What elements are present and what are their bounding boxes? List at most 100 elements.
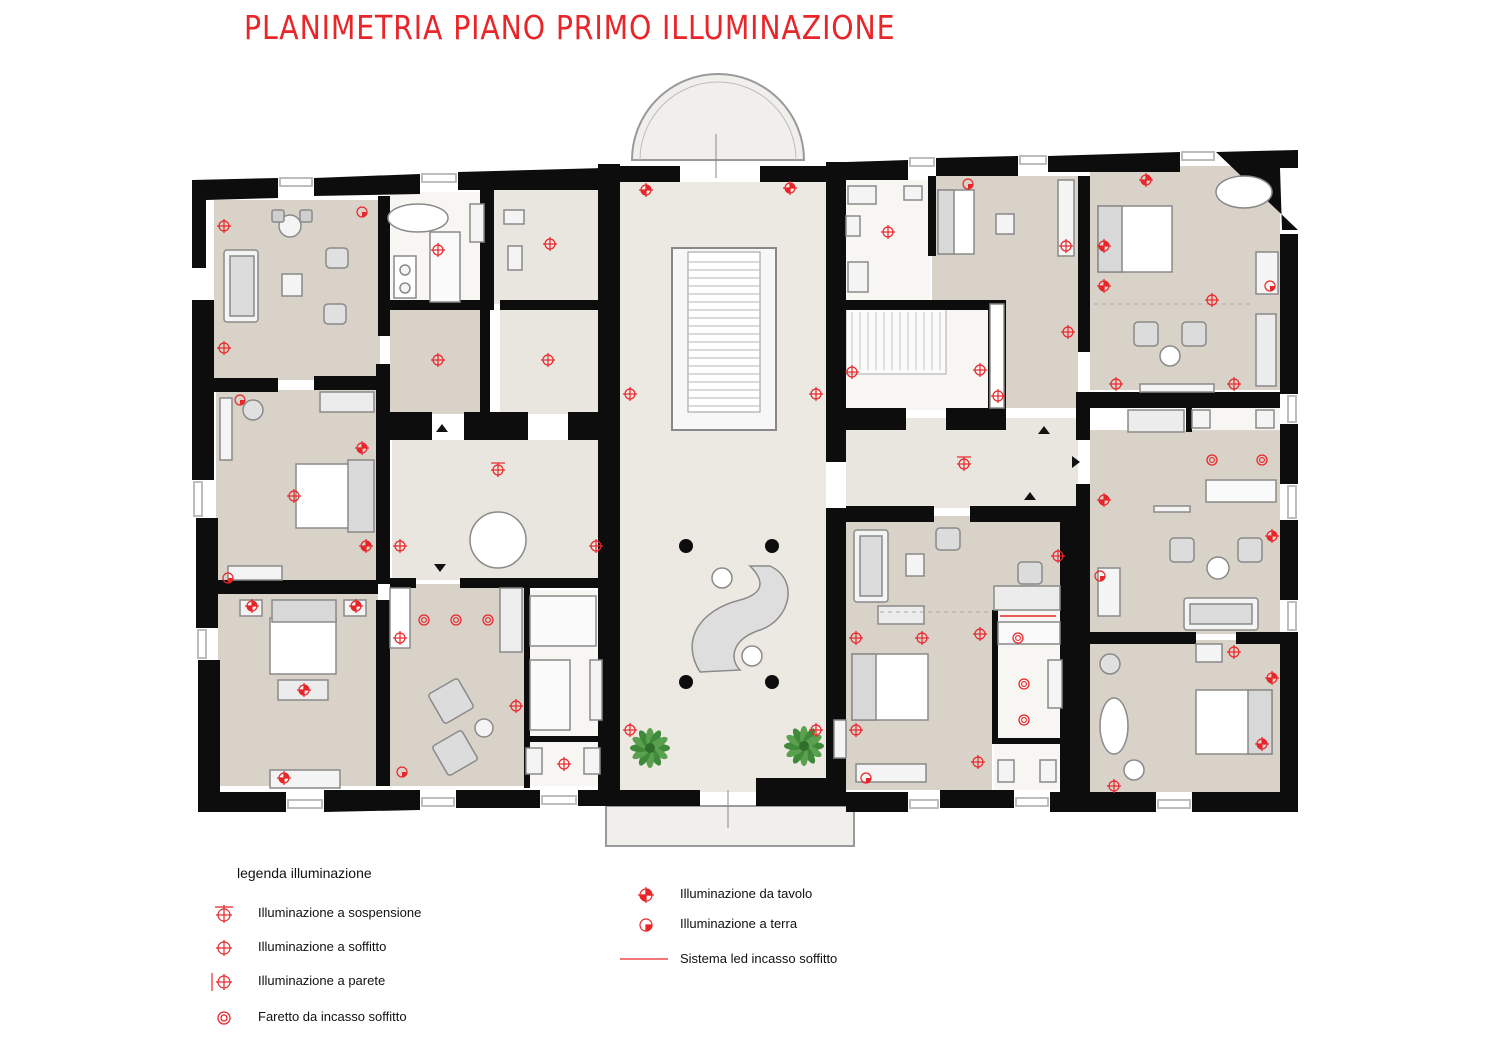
armchair: [1181, 321, 1207, 347]
table-lamp-icon: [297, 683, 311, 697]
floor-lamp-icon: [396, 766, 408, 778]
legend-label: Illuminazione da tavolo: [680, 886, 813, 901]
bathtub: [387, 203, 449, 233]
floor-lamp-icon: [222, 572, 234, 584]
light-symbols: [217, 173, 1279, 793]
armchair: [428, 678, 474, 724]
bathtub: [1215, 175, 1273, 209]
ceiling-light-icon: [217, 219, 231, 233]
table-lamp-icon: [277, 771, 291, 785]
table-lamp-icon: [1265, 529, 1279, 543]
balcony-semicircle: [630, 73, 806, 161]
ceiling-light-icon: [973, 627, 987, 641]
floor-lamp-icon: [1094, 570, 1106, 582]
table-lamp-icon: [1097, 493, 1111, 507]
ceiling-light-icon: [991, 389, 1005, 403]
recessed-spotlight-icon: [418, 614, 430, 626]
floor-lamp-icon: [860, 772, 872, 784]
table-lamp-icon: [1139, 173, 1153, 187]
floor-plan: [192, 73, 1298, 847]
armchair: [1133, 321, 1159, 347]
armchair: [1169, 537, 1195, 563]
ceiling-light-icon: [287, 489, 301, 503]
floor-lamp-icon: [234, 394, 246, 406]
ceiling-light-icon: [1059, 239, 1073, 253]
side-table: [281, 273, 303, 297]
ceiling-light-icon: [1107, 779, 1121, 793]
legend-label: Faretto da incasso soffitto: [258, 1009, 407, 1024]
ceiling-light-icon: [971, 755, 985, 769]
ceiling-light-icon: [557, 757, 571, 771]
pendant-light-icon: [957, 456, 971, 471]
ceiling-light-icon: [1227, 377, 1241, 391]
ceiling-light-icon: [809, 723, 823, 737]
legend-label: Sistema led incasso soffitto: [680, 951, 838, 966]
table-lamp-icon: [1097, 279, 1111, 293]
ceiling-light-icon: [845, 365, 859, 379]
armchair: [935, 527, 961, 551]
armchair: [1017, 561, 1043, 585]
balconies: [605, 73, 855, 847]
legend-heading: legenda illuminazione: [237, 865, 372, 881]
ceiling-light-icon: [509, 699, 523, 713]
ceiling-light-icon: [393, 631, 407, 645]
armchair: [432, 730, 478, 776]
table-lamp-icon: [638, 887, 654, 903]
walls: [192, 150, 1298, 812]
furniture: [219, 175, 1279, 789]
armchair: [325, 247, 349, 269]
balcony-south: [605, 805, 855, 847]
table-lamp-icon: [349, 599, 363, 613]
ceiling-light-icon: [1227, 645, 1241, 659]
floor-lamp-icon: [356, 206, 368, 218]
floor-lamp-icon: [962, 178, 974, 190]
dashed-lines: [880, 303, 1250, 613]
recessed-spotlight-icon: [217, 1011, 231, 1025]
columns: [679, 539, 779, 689]
ceiling-light-icon: [543, 237, 557, 251]
ceiling-light-icon: [623, 723, 637, 737]
legend-label: Illuminazione a terra: [680, 916, 798, 931]
wall-light-icon: [211, 973, 232, 991]
ceiling-light-icon: [589, 539, 603, 553]
armchair: [323, 303, 347, 325]
ceiling-light-icon: [1061, 325, 1075, 339]
ceiling-light-icon: [623, 387, 637, 401]
table-lamp-icon: [355, 441, 369, 455]
armchair: [1237, 537, 1263, 563]
legend-label: Illuminazione a parete: [258, 973, 386, 988]
pendant-light-icon: [215, 905, 233, 923]
ceiling-light-icon: [431, 243, 445, 257]
recessed-spotlight-icon: [1012, 632, 1024, 644]
table-lamp-icon: [245, 599, 259, 613]
floor-lamp-icon: [639, 918, 653, 932]
ceiling-light-icon: [881, 225, 895, 239]
round-table: [469, 511, 527, 569]
recessed-spotlight-icon: [450, 614, 462, 626]
ceiling-light-icon: [217, 341, 231, 355]
ceiling-light-icon: [393, 539, 407, 553]
plant-icon: [630, 728, 670, 768]
table-lamp-icon: [783, 181, 797, 195]
ceiling-light-icon: [541, 353, 555, 367]
bathtub: [1099, 697, 1129, 755]
service-staircase: [845, 307, 947, 375]
ceiling-light-icon: [849, 723, 863, 737]
led-strip-icon: [620, 958, 668, 960]
page-title: PLANIMETRIA PIANO PRIMO ILLUMINAZIONE: [244, 8, 896, 47]
main-staircase: [671, 247, 777, 431]
table-lamp-icon: [639, 183, 653, 197]
legend-label: Illuminazione a sospensione: [258, 905, 422, 920]
ceiling-light-icon: [915, 631, 929, 645]
floor-lamp-icon: [1264, 280, 1276, 292]
recessed-spotlight-icon: [482, 614, 494, 626]
ceiling-light-icon: [809, 387, 823, 401]
ceiling-light-icon: [431, 353, 445, 367]
bed: [269, 617, 337, 675]
table-lamp-icon: [1255, 737, 1269, 751]
door-arrows: [434, 424, 1080, 572]
ceiling-light-icon: [1109, 377, 1123, 391]
ceiling-light-icon: [216, 940, 232, 956]
table-lamp-icon: [359, 539, 373, 553]
ceiling-light-icon: [973, 363, 987, 377]
